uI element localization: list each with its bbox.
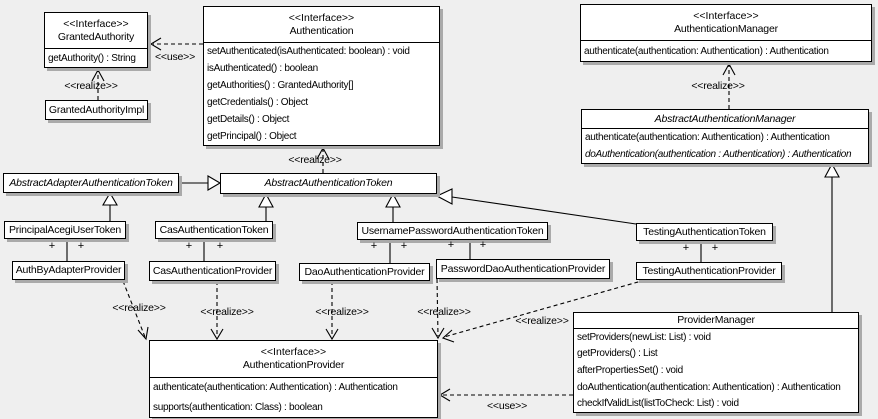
class-abstract-authentication-token[interactable]: AbstractAuthenticationToken [220,173,437,194]
stereotype-label: <<Interface>> [63,17,129,30]
generalization-cas-token-to-abstract-token [258,192,274,221]
method-label: checkIfValidList(listToCheck: List) : vo… [577,398,739,410]
method-label: getCredentials() : Object [207,97,308,108]
realize-label-grantedauthorityimpl: <<realize>> [64,80,118,92]
class-testing-authentication-provider[interactable]: TestingAuthenticationProvider [636,262,782,280]
association-multiplicity: + [77,240,85,252]
class-cas-authentication-provider[interactable]: CasAuthenticationProvider [149,261,276,281]
class-authentication[interactable]: <<Interface>> Authentication setAuthenti… [203,6,440,146]
association-multiplicity: + [185,240,193,252]
class-name: AbstractAuthenticationManager [654,112,796,125]
class-authentication-provider[interactable]: <<Interface>> AuthenticationProvider aut… [149,340,438,418]
class-username-password-authentication-token[interactable]: UsernamePasswordAuthenticationToken [357,222,548,240]
realize-label-passworddao: <<realize>> [417,306,471,318]
realize-label-casprovider: <<realize>> [200,306,254,318]
method-label: setAuthenticated(isAuthenticated: boolea… [207,46,410,57]
class-abstract-adapter-authentication-token[interactable]: AbstractAdapterAuthenticationToken [3,173,179,193]
realize-label-daoprovider: <<realize>> [315,306,369,318]
class-name: CasAuthenticationToken [159,223,269,236]
class-name: Authentication [289,24,354,37]
method-label: getAuthority() : String [48,52,136,64]
class-granted-authority-impl[interactable]: GrantedAuthorityImpl [45,100,148,120]
generalization-principal-to-abstract-adapter-token [102,191,118,221]
class-name: ProviderManager [677,314,755,326]
class-authentication-manager[interactable]: <<Interface>> AuthenticationManager auth… [580,4,872,62]
use-label-provider-manager: <<use>> [486,400,528,412]
class-granted-authority[interactable]: <<Interface>> GrantedAuthority getAuthor… [44,12,148,68]
stereotype-label: <<Interface>> [693,9,759,22]
method-label: authenticate(authentication: Authenticat… [153,382,398,394]
class-name: CasAuthenticationProvider [152,264,273,277]
class-name: DaoAuthenticationProvider [304,265,425,278]
realize-label-testingprovider: <<realize>> [515,315,569,327]
method-label: getDetails() : Object [207,114,290,125]
class-name: AuthenticationProvider [242,359,345,371]
generalization-provider-manager-to-abstract-manager [824,162,840,312]
method-label: getProviders() : List [577,348,658,360]
class-auth-by-adapter-provider[interactable]: AuthByAdapterProvider [12,261,125,280]
stereotype-label: <<Interface>> [288,11,355,24]
class-abstract-authentication-manager[interactable]: AbstractAuthenticationManager authentica… [581,109,869,164]
class-name: UsernamePasswordAuthenticationToken [361,224,544,237]
association-multiplicity: + [711,242,719,254]
association-multiplicity: + [370,240,378,252]
association-multiplicity: + [479,239,487,251]
class-name: TestingAuthenticationToken [643,225,766,238]
use-label-authentication-grantedauthority: <<use>> [154,51,196,63]
class-name: AbstractAdapterAuthenticationToken [9,176,173,189]
realize-label-authbyadapter: <<realize>> [112,302,166,314]
class-dao-authentication-provider[interactable]: DaoAuthenticationProvider [299,263,430,281]
class-name: PasswordDaoAuthenticationProvider [440,262,606,275]
class-cas-authentication-token[interactable]: CasAuthenticationToken [155,221,273,239]
association-multiplicity: + [216,240,224,252]
association-multiplicity: + [447,239,455,251]
class-name: AuthByAdapterProvider [15,264,122,276]
class-name: GrantedAuthority [57,30,135,43]
method-label: doAuthentication(authentication : Authen… [585,149,852,160]
method-label: isAuthenticated() : boolean [207,63,318,74]
generalization-usernamepassword-to-abstract-token [385,192,401,222]
method-label: getPrincipal() : Object [207,131,297,142]
association-multiplicity: + [400,240,408,252]
class-name: AuthenticationManager [674,22,778,35]
method-label: authenticate(authentication: Authenticat… [584,45,829,57]
class-password-dao-authentication-provider[interactable]: PasswordDaoAuthenticationProvider [436,259,610,279]
association-multiplicity: + [48,240,56,252]
generalization-testing-token-to-abstract-token [435,188,637,225]
association-multiplicity: + [682,242,690,254]
class-principal-acegi-user-token[interactable]: PrincipalAcegiUserToken [4,221,126,239]
class-testing-authentication-token[interactable]: TestingAuthenticationToken [636,223,773,241]
stereotype-label: <<Interface>> [260,346,327,358]
method-label: setProviders(newList: List) : void [577,331,711,343]
method-label: doAuthentication(authentication: Authent… [577,381,841,393]
method-label: authenticate(authentication: Authenticat… [585,132,830,143]
class-name: AbstractAuthenticationToken [264,177,393,189]
class-name: PrincipalAcegiUserToken [8,223,122,236]
class-provider-manager[interactable]: ProviderManager setProviders(newList: Li… [573,312,859,413]
method-label: getAuthorities() : GrantedAuthority[] [207,80,354,91]
class-name: GrantedAuthorityImpl [48,103,145,116]
method-label: afterPropertiesSet() : void [577,364,683,376]
realize-label-abstract-token: <<realize>> [288,154,342,166]
class-name: TestingAuthenticationProvider [642,264,776,277]
generalization-abstract-adapter-to-abstract-token [179,175,222,191]
method-label: supports(authentication: Class) : boolea… [153,401,323,413]
realize-label-abstract-manager: <<realize>> [691,80,745,92]
